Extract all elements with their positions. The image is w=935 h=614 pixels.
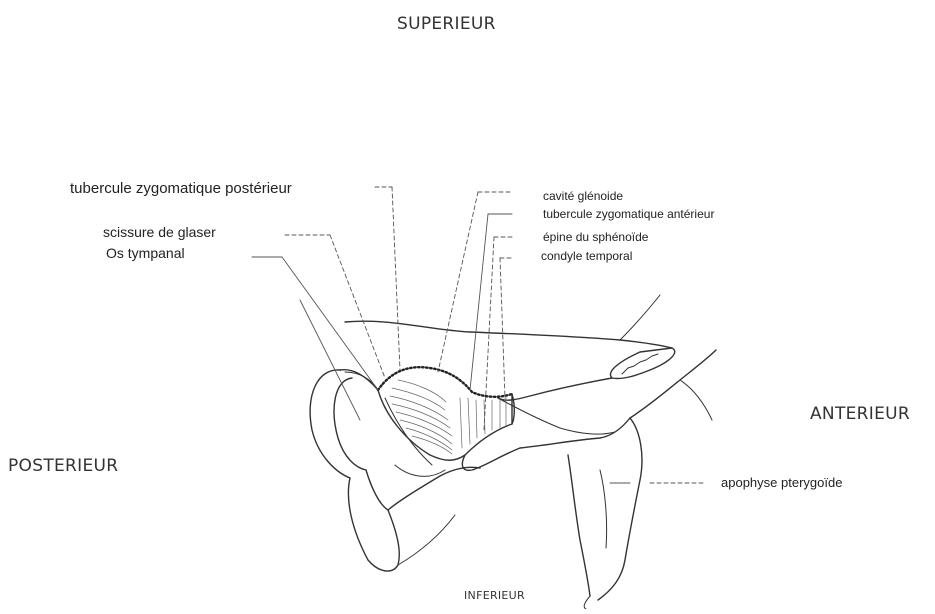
label-cavite-glenoide: cavité glénoide <box>543 190 623 202</box>
greater-wing-edge <box>630 350 716 418</box>
label-os-tympanal: Os tympanal <box>106 246 185 260</box>
label-tubercule-zygomatique-posterieur: tubercule zygomatique postérieur <box>70 181 292 196</box>
external-auditory-meatus-inner <box>334 378 366 470</box>
direction-superior-label: SUPERIEUR <box>397 16 496 33</box>
styloid-process <box>395 465 445 476</box>
zygomatic-arch-lower-edge <box>498 378 612 400</box>
glenoid-hatching <box>390 380 506 454</box>
glenoid-cavity-contour <box>378 367 512 397</box>
zygomatic-arch-tip <box>610 348 674 379</box>
infratemporal-crest <box>520 418 630 448</box>
pterygoid-fossa <box>600 470 607 548</box>
label-apophyse-pterygoide: apophyse pterygoïde <box>721 476 842 489</box>
pterygoid-hamulus <box>584 596 590 609</box>
inferior-border <box>388 467 480 510</box>
label-epine-du-sphenoide: épine du sphénoïde <box>543 231 648 243</box>
temporal-margin-line <box>620 295 660 340</box>
zygomatic-arch-serration <box>622 354 658 374</box>
label-scissure-de-glaser: scissure de glaser <box>103 225 216 239</box>
infratemporal-line <box>498 398 615 434</box>
posterior-lower-line <box>398 515 455 565</box>
external-auditory-meatus-outer <box>310 370 350 478</box>
label-condyle-temporal: condyle temporal <box>541 250 632 262</box>
sphenoid-upper-line <box>680 380 712 420</box>
direction-posterior-label: POSTERIEUR <box>8 458 118 475</box>
zygomatic-arch-upper-edge <box>345 321 672 348</box>
pterygoid-process-anterior <box>598 418 642 600</box>
mastoid-inner <box>366 470 388 510</box>
label-tubercule-zygomatique-anterieur: tubercule zygomatique antérieur <box>543 208 714 220</box>
pterygoid-process-posterior <box>568 455 590 596</box>
direction-inferior-label: INFERIEUR <box>464 590 525 601</box>
direction-anterior-label: ANTERIEUR <box>810 406 910 423</box>
